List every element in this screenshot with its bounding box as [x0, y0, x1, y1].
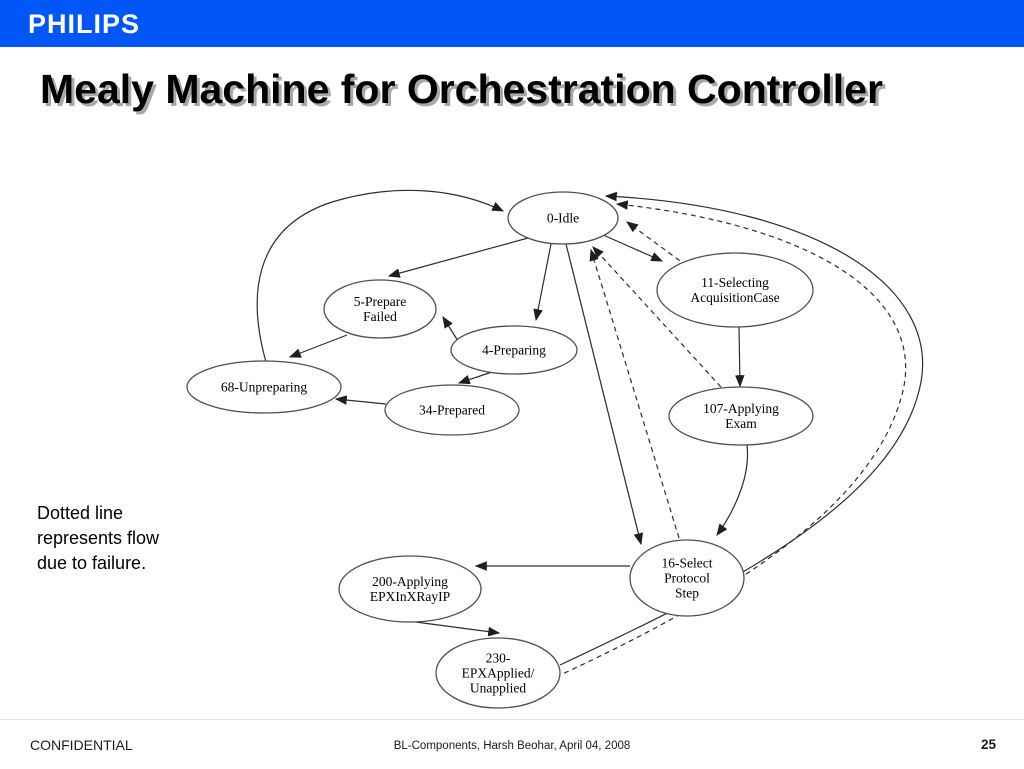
- state-ellipse: [668, 386, 814, 446]
- edge-0-Idle-to-11-Selecting: [600, 233, 664, 262]
- edge-11-Selecting-to-107-Applying: [735, 326, 745, 388]
- state-node-68-Unpreparing: 68-Unpreparing: [186, 360, 342, 414]
- dotted-line-note: Dotted line represents flow due to failu…: [37, 501, 159, 576]
- edge-107-Applying-to-16-Select: [716, 444, 749, 536]
- state-ellipse: [323, 279, 437, 339]
- state-node-34-Prepared: 34-Prepared: [384, 384, 520, 436]
- philips-logo: PHILIPS: [28, 9, 141, 39]
- slide-footer: CONFIDENTIAL BL-Components, Harsh Beohar…: [0, 719, 1024, 769]
- edge-107-Applying-to-0-Idle: [592, 246, 722, 388]
- state-node-0-Idle: 0-Idle: [507, 191, 619, 245]
- edge-34-Prepared-to-68-Unpreparing: [334, 395, 387, 405]
- state-label: 0-Idle: [547, 211, 579, 226]
- state-ellipse: [629, 539, 745, 617]
- state-ellipse: [338, 555, 482, 623]
- header-bar: PHILIPS: [0, 0, 1024, 47]
- state-ellipse: [450, 325, 578, 375]
- edge-200-Applying-to-230-EPXApplied: [407, 620, 501, 637]
- note-line: Dotted line: [37, 503, 124, 523]
- state-ellipse: [656, 252, 814, 328]
- footer-credit: BL-Components, Harsh Beohar, April 04, 2…: [393, 740, 631, 752]
- page-number: 25: [980, 737, 996, 752]
- edge-68-Unpreparing-to-0-Idle: [256, 189, 505, 363]
- state-label: 68-Unpreparing: [221, 380, 307, 395]
- edge-0-Idle-to-5-PrepareFailed: [387, 237, 529, 278]
- edge-0-Idle-to-4-Preparing: [533, 243, 552, 322]
- edge-4-Preparing-to-34-Prepared: [457, 371, 493, 385]
- state-label: 34-Prepared: [419, 403, 485, 418]
- edge-11-Selecting-to-0-Idle: [626, 221, 688, 267]
- state-ellipse: [384, 384, 520, 436]
- state-label: 4-Preparing: [482, 343, 546, 358]
- state-ellipse: [186, 360, 342, 414]
- edge-4-Preparing-to-5-PrepareFailed: [442, 315, 459, 342]
- edge-5-PrepareFailed-to-68-Unpreparing: [288, 334, 348, 358]
- edge-0-Idle-to-16-Select: [565, 243, 644, 546]
- state-ellipse: [435, 637, 561, 709]
- state-ellipse: [507, 191, 619, 245]
- state-label: 230-EPXApplied/Unapplied: [462, 651, 535, 696]
- state-node-4-Preparing: 4-Preparing: [450, 325, 578, 375]
- confidential-label: CONFIDENTIAL: [30, 737, 133, 753]
- note-line: due to failure.: [37, 553, 147, 573]
- state-node-230-EPXApplied: 230-EPXApplied/Unapplied: [435, 637, 561, 709]
- page-title: Mealy Machine for Orchestration Controll…: [40, 66, 883, 112]
- note-line: represents flow: [37, 528, 160, 548]
